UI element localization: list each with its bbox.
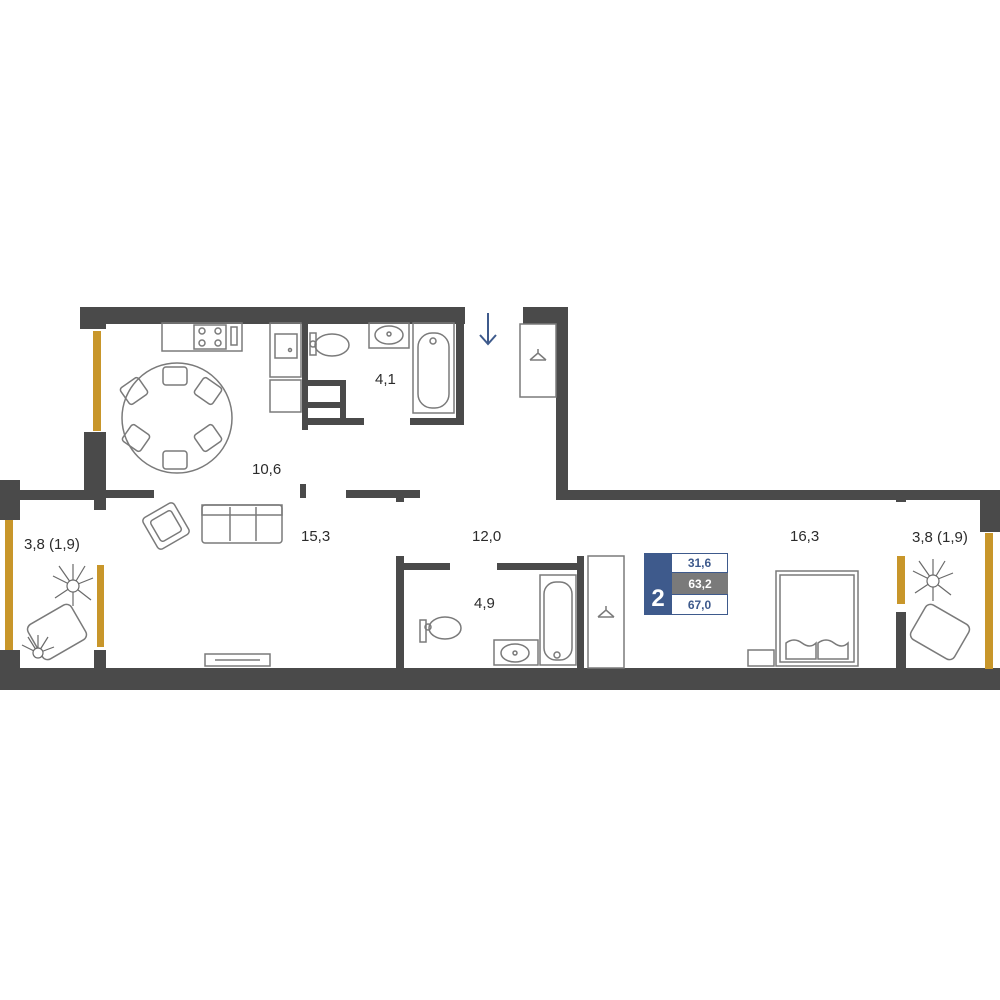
room-label-bathroom-top: 4,1	[375, 371, 396, 388]
windows	[5, 331, 993, 669]
area-with-balcony-value: 67,0	[672, 594, 728, 615]
toilet-icon	[419, 616, 462, 643]
room-label-bathroom-bottom: 4,9	[474, 595, 495, 612]
bathtub-icon	[539, 574, 577, 666]
sofa-icon	[201, 504, 283, 544]
nightstand	[747, 649, 775, 667]
plant-icon	[21, 559, 954, 659]
armchair-icon	[909, 603, 971, 661]
total-area-value: 63,2	[672, 573, 728, 594]
sink-icon	[493, 639, 539, 666]
entrance-arrow-icon	[479, 313, 497, 346]
toilet-icon	[309, 332, 350, 357]
sink-icon	[368, 322, 410, 349]
room-label-bedroom: 16,3	[790, 528, 820, 545]
armchair-icon	[142, 502, 190, 550]
bed-icon	[775, 570, 859, 667]
fridge-icon	[269, 379, 302, 413]
tv-stand	[204, 653, 271, 667]
armchair-icon	[26, 603, 88, 661]
hanger-icon	[519, 323, 557, 398]
room-label-kitchen: 10,6	[252, 461, 282, 478]
hanger-icon	[587, 555, 625, 669]
dining-table-icon	[119, 362, 233, 474]
room-label-balcony-left: 3,8 (1,9)	[24, 536, 80, 553]
room-label-balcony-right: 3,8 (1,9)	[912, 529, 968, 546]
kitchen-sink-icon	[269, 322, 302, 378]
room-label-hall: 12,0	[472, 528, 502, 545]
rooms-count: 2	[644, 553, 672, 615]
room-label-living: 15,3	[301, 528, 331, 545]
furniture	[26, 322, 971, 669]
bathtub-icon	[412, 322, 455, 414]
living-area-value: 31,6	[672, 553, 728, 573]
stove-icon	[161, 322, 243, 352]
area-badge: 2 31,6 63,2 67,0	[644, 553, 728, 615]
walls	[0, 307, 1000, 690]
